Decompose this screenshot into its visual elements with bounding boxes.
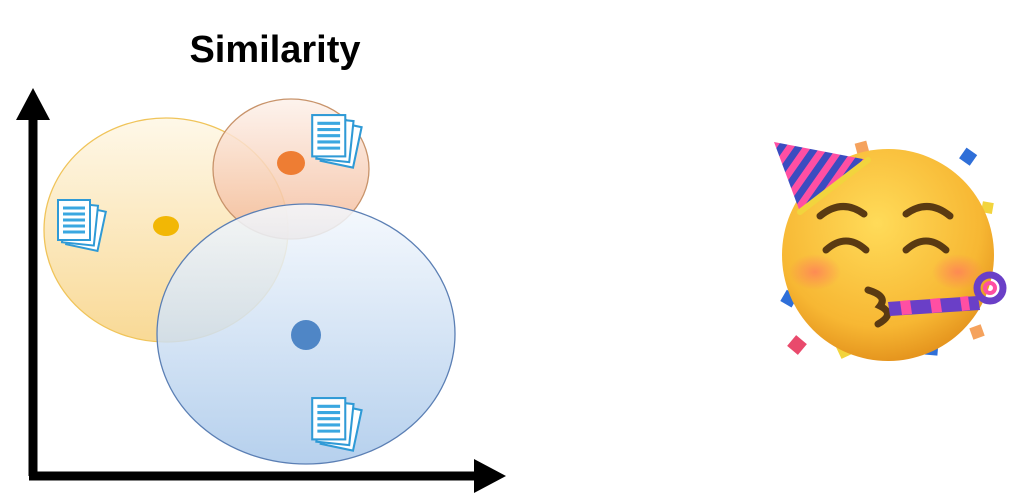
blue-cluster-centroid xyxy=(291,320,321,350)
y-axis-arrow-icon xyxy=(16,88,50,120)
orange-cluster-centroid xyxy=(277,151,305,175)
party-face-emoji-icon xyxy=(774,140,1007,361)
x-axis-arrow-icon xyxy=(474,459,506,493)
diagram-title: Similarity xyxy=(189,29,360,71)
blue-cluster xyxy=(156,203,456,465)
document-stack-icon xyxy=(310,396,364,453)
document-stack-icon xyxy=(310,113,364,170)
yellow-cluster-centroid xyxy=(153,216,179,236)
document-stack-icon xyxy=(56,198,108,253)
axes xyxy=(28,110,480,481)
